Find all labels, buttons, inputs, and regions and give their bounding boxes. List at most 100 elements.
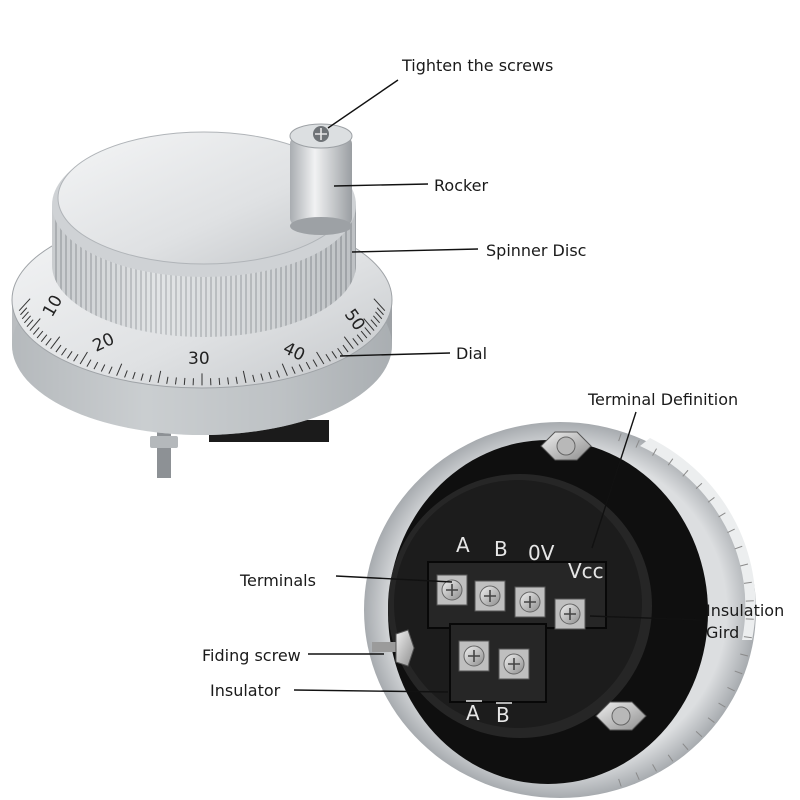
dial-tick bbox=[24, 315, 31, 324]
dial-tick bbox=[364, 327, 372, 335]
label-fiding-screw: Fiding screw bbox=[202, 646, 301, 665]
callout-labels: Tighten the screws Rocker Spinner Disc D… bbox=[202, 56, 784, 700]
dial-tick bbox=[298, 364, 304, 372]
dial-tick bbox=[373, 298, 386, 312]
dial-tick bbox=[73, 353, 79, 362]
dial-tick bbox=[61, 347, 67, 356]
dial-tick bbox=[312, 359, 318, 367]
dial-tick bbox=[218, 377, 221, 386]
dial-tick bbox=[174, 377, 177, 385]
rear-tick bbox=[707, 717, 715, 723]
label-rocker: Rocker bbox=[434, 176, 489, 195]
dial-tick bbox=[242, 370, 247, 384]
rear-tick bbox=[618, 778, 622, 787]
dial-tick bbox=[375, 311, 383, 320]
dial-tick bbox=[356, 334, 364, 343]
handwheel-rear-view: A B 0V Vcc A B bbox=[364, 422, 756, 798]
handwheel-front-view: 10 20 30 40 50 bbox=[11, 123, 393, 478]
dial-tick bbox=[140, 373, 144, 381]
dial-tick bbox=[343, 336, 354, 350]
dial-tick bbox=[252, 374, 256, 382]
dial-tick bbox=[268, 371, 272, 380]
terminal-block: A B 0V Vcc A B bbox=[427, 533, 607, 727]
label-dial: Dial bbox=[456, 344, 487, 363]
dial-tick bbox=[50, 336, 61, 350]
rear-tick bbox=[743, 581, 752, 584]
rear-tick bbox=[635, 772, 640, 780]
dial-tick bbox=[108, 366, 113, 374]
dial-tick bbox=[26, 319, 34, 328]
rear-tick bbox=[652, 448, 657, 456]
rocker-handle bbox=[289, 123, 353, 235]
terminal-screws bbox=[436, 574, 586, 680]
dial-tick bbox=[376, 307, 384, 316]
dial-tick bbox=[325, 353, 331, 362]
dial-tick bbox=[363, 318, 375, 331]
dial-tick bbox=[148, 374, 152, 382]
terminal-label-b: B bbox=[494, 537, 508, 561]
terminal-label-0v: 0V bbox=[528, 541, 555, 565]
dial-tick bbox=[291, 366, 296, 374]
dial-tick bbox=[157, 370, 162, 384]
rear-dial-ticks bbox=[618, 433, 754, 787]
callout-leaders bbox=[293, 79, 703, 693]
terminal-screw-icon bbox=[458, 640, 490, 672]
rear-tick bbox=[652, 764, 657, 772]
terminal-screw-icon bbox=[474, 580, 506, 612]
rear-tick bbox=[743, 636, 752, 639]
label-terminals: Terminals bbox=[239, 571, 316, 590]
dial-tick bbox=[32, 327, 40, 335]
rear-tick bbox=[667, 458, 674, 466]
dial-tick bbox=[18, 298, 31, 312]
rear-tick bbox=[734, 545, 743, 550]
rear-tick bbox=[727, 686, 735, 692]
dial-tick bbox=[276, 370, 280, 378]
bottom-nut bbox=[595, 701, 647, 731]
rear-tick bbox=[618, 433, 622, 442]
rear-tick bbox=[635, 440, 640, 448]
dial-tick bbox=[305, 361, 311, 370]
terminal-screw-icon bbox=[514, 586, 546, 618]
rear-tick bbox=[740, 653, 749, 657]
terminal-screw-icon bbox=[554, 598, 586, 630]
rear-tick bbox=[727, 528, 735, 534]
dial-number-30: 30 bbox=[188, 349, 210, 369]
dial-tick-marks bbox=[18, 298, 386, 386]
dial-tick bbox=[93, 361, 99, 370]
dial-tick bbox=[40, 334, 48, 343]
dial-tick bbox=[331, 351, 338, 359]
terminal-label-a: A bbox=[456, 533, 470, 557]
dial-tick bbox=[235, 376, 238, 384]
dial-tick bbox=[260, 373, 264, 381]
rear-tick bbox=[695, 482, 703, 490]
dial-tick bbox=[183, 377, 186, 386]
rear-tick bbox=[682, 743, 689, 751]
top-nut bbox=[540, 431, 592, 461]
rear-tick bbox=[740, 563, 749, 567]
dial-tick bbox=[352, 337, 359, 346]
dial-tick bbox=[100, 364, 106, 372]
label-spinner-disc: Spinner Disc bbox=[486, 241, 586, 260]
terminal-label-a-bar: A bbox=[466, 701, 480, 725]
dial-tick bbox=[86, 359, 92, 367]
rear-tick bbox=[734, 670, 743, 675]
dial-tick bbox=[66, 351, 73, 359]
dial-tick bbox=[116, 363, 123, 376]
rear-tick bbox=[707, 497, 715, 503]
dial-tick bbox=[20, 307, 28, 316]
fixing-screw bbox=[372, 629, 415, 667]
terminal-screw-icon bbox=[436, 574, 468, 606]
terminal-label-vcc: Vcc bbox=[568, 559, 604, 583]
dial-tick bbox=[373, 315, 380, 324]
rear-tick bbox=[667, 754, 674, 762]
dial-tick bbox=[281, 363, 288, 376]
dial-tick bbox=[36, 330, 44, 339]
dial-tick bbox=[21, 311, 29, 320]
terminal-label-b-bar: B bbox=[496, 703, 510, 727]
label-tighten-screws: Tighten the screws bbox=[401, 56, 553, 75]
dial-tick bbox=[45, 337, 52, 346]
dial-tick bbox=[79, 351, 88, 365]
dial-tick bbox=[337, 347, 343, 356]
dial-tick bbox=[55, 344, 62, 353]
